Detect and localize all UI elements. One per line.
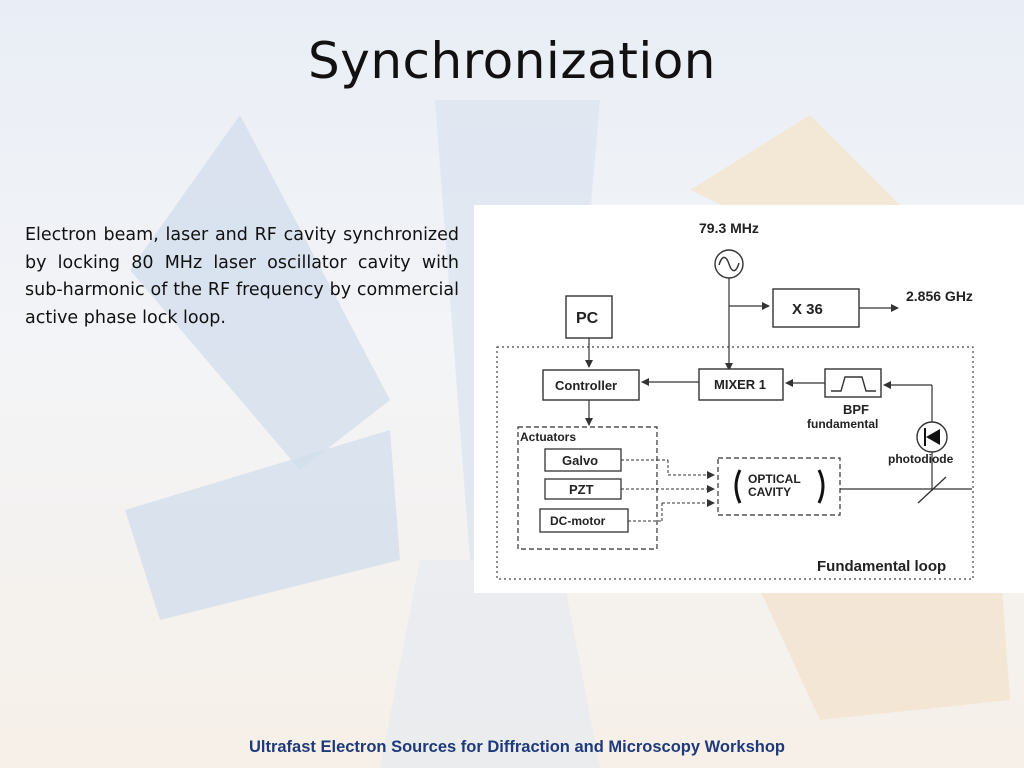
- mixer-label: MIXER 1: [714, 377, 766, 392]
- fundamental-loop-label: Fundamental loop: [817, 558, 946, 575]
- dc-motor-label: DC-motor: [550, 514, 606, 528]
- fundamental-loop-border: [496, 346, 974, 580]
- pc-label: PC: [576, 310, 599, 327]
- cavity-sublabel: CAVITY: [748, 485, 791, 499]
- output-frequency-label: 2.856 GHz: [906, 288, 973, 304]
- actuators-group: [517, 426, 658, 550]
- footer-workshop-title: Ultrafast Electron Sources for Diffracti…: [248, 738, 786, 756]
- actuators-label: Actuators: [520, 430, 576, 444]
- galvo-label: Galvo: [562, 453, 598, 468]
- bpf-sublabel: fundamental: [807, 417, 878, 431]
- cavity-mirror-right: [817, 469, 825, 504]
- pzt-label: PZT: [569, 482, 594, 497]
- mixer-box: [698, 368, 784, 401]
- controller-box: [542, 369, 640, 401]
- oscillator-icon: [714, 249, 744, 279]
- slide-title: Synchronization: [308, 32, 716, 90]
- bandpass-filter-icon: [831, 376, 876, 392]
- controller-label: Controller: [555, 378, 617, 393]
- body-paragraph: Electron beam, laser and RF cavity synch…: [25, 225, 459, 328]
- photodiode-label: photodiode: [888, 452, 954, 466]
- optical-cavity-box: [717, 457, 841, 516]
- bpf-label: BPF: [843, 402, 869, 417]
- beam-splitter: [917, 476, 947, 504]
- phase-lock-diagram: 79.3 MHz X 36 2.856 GHz PC Controller MI…: [474, 205, 1024, 593]
- cavity-mirror-left: [734, 469, 742, 504]
- bpf-box: [824, 368, 882, 398]
- cavity-label: OPTICAL: [748, 472, 801, 486]
- photodiode-icon: [916, 421, 948, 453]
- pc-box: [565, 295, 613, 339]
- source-frequency-label: 79.3 MHz: [699, 220, 759, 236]
- multiplier-label: X 36: [792, 301, 823, 318]
